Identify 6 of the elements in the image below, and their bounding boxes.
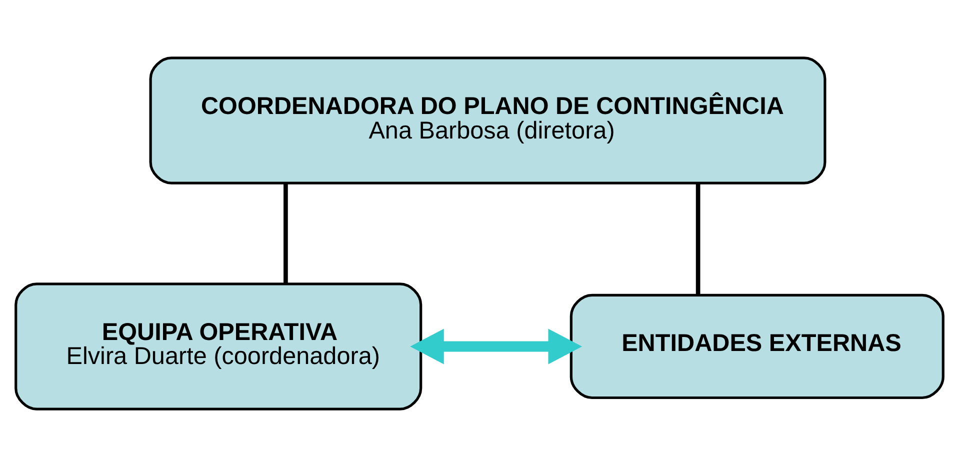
node-box: EQUIPA OPERATIVA Elvira Duarte (coordenadora) <box>14 282 422 410</box>
node-box: ENTIDADES EXTERNAS <box>570 294 944 400</box>
connector <box>696 183 700 295</box>
arrow <box>410 328 582 364</box>
connector <box>284 183 288 284</box>
node-box: COORDENADORA DO PLANO DE CONTINGÊNCIA Ana Barbosa (diretora) <box>149 56 826 184</box>
